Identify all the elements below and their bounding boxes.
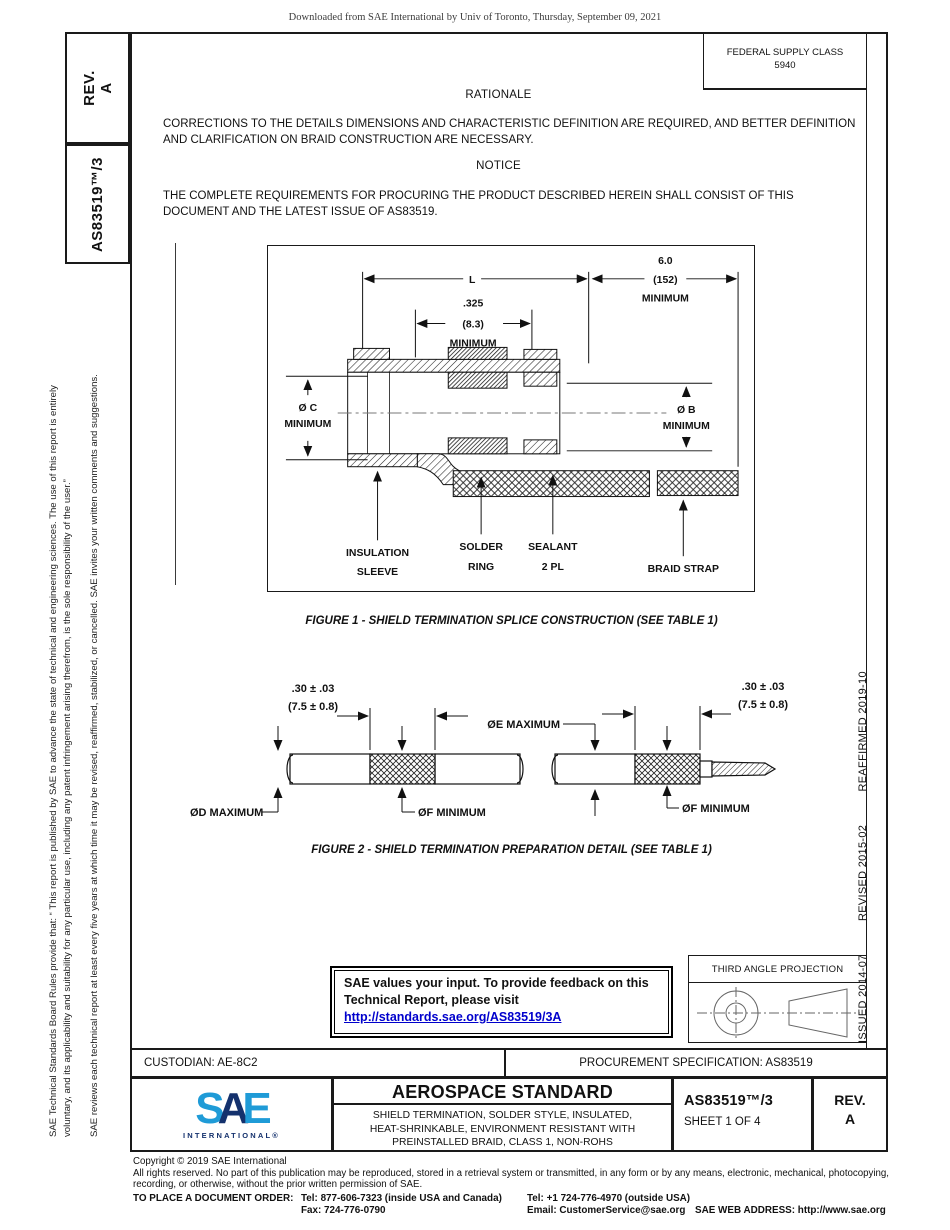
subtitle-line2: HEAT-SHRINKABLE, ENVIRONMENT RESISTANT W… <box>369 1123 636 1135</box>
title-block-title-cell: AEROSPACE STANDARD SHIELD TERMINATION, S… <box>332 1077 673 1152</box>
figure1-drawing: L 6.0 (152) MINIMUM .325 (8.3) MINIMUM Ø… <box>267 245 755 592</box>
title-block-number-cell: AS83519™/3 SHEET 1 OF 4 <box>672 1077 813 1152</box>
sidebar-rev-box: REV. A <box>65 32 130 144</box>
feedback-line1: SAE values your input. To provide feedba… <box>344 976 649 990</box>
copyright-line: Copyright © 2019 SAE International <box>133 1156 287 1167</box>
footer: Copyright © 2019 SAE International All r… <box>133 1156 938 1217</box>
rights-line: All rights reserved. No part of this pub… <box>133 1167 889 1191</box>
dates-column-divider <box>866 32 867 1048</box>
fig2-label-d-max: ØD MAXIMUM <box>190 807 263 819</box>
fig1-dia-c-min: MINIMUM <box>284 419 331 430</box>
procurement-cell: PROCUREMENT SPECIFICATION: AS83519 <box>504 1048 888 1078</box>
fig1-label-braid-strap: BRAID STRAP <box>648 564 719 575</box>
fig1-dim-l: L <box>469 275 476 286</box>
sidebar-rev-value: A <box>97 82 115 94</box>
fig1-dim-six: 6.0 <box>658 256 673 267</box>
order-info: TO PLACE A DOCUMENT ORDER: Tel: 877-606-… <box>133 1193 938 1217</box>
sae-logo-sub: INTERNATIONAL® <box>182 1131 280 1140</box>
fig1-label-insulation: INSULATION <box>346 548 409 559</box>
review-note: SAE reviews each technical report at lea… <box>89 374 100 1137</box>
projection-box: THIRD ANGLE PROJECTION <box>688 955 867 1043</box>
sheet-number: SHEET 1 OF 4 <box>684 1116 761 1128</box>
rationale-heading: RATIONALE <box>465 89 532 101</box>
fig2-tol-in-right: .30 ± .03 <box>742 681 785 693</box>
fig1-dia-b: Ø B <box>677 405 696 416</box>
fig2-label-f-min-right: ØF MINIMUM <box>682 803 750 815</box>
tel-outside: Tel: +1 724-776-4970 (outside USA) <box>527 1192 691 1204</box>
fig1-label-sealant: SEALANT <box>528 542 578 553</box>
revised-date: REVISED 2015-02 <box>857 824 869 922</box>
figure1-caption: FIGURE 1 - SHIELD TERMINATION SPLICE CON… <box>305 615 718 627</box>
projection-label: THIRD ANGLE PROJECTION <box>689 956 866 983</box>
fig1-label-sleeve: SLEEVE <box>357 567 398 578</box>
fig1-label-solder: SOLDER <box>459 542 503 553</box>
board-rules-line1: SAE Technical Standards Board Rules prov… <box>48 385 59 1137</box>
fig1-dim-152: (152) <box>653 275 677 286</box>
feedback-box: SAE values your input. To provide feedba… <box>330 966 673 1038</box>
fax: Fax: 724-776-0790 <box>301 1204 386 1216</box>
web-address: SAE WEB ADDRESS: http://www.sae.org <box>695 1204 886 1216</box>
fig1-dim-min2: MINIMUM <box>450 338 497 349</box>
doc-number: AS83519™/3 <box>684 1093 774 1109</box>
sidebar-doc-box: AS83519™/3 <box>65 144 130 264</box>
fig1-dia-c: Ø C <box>299 403 318 414</box>
notice-heading: NOTICE <box>476 160 521 172</box>
feedback-line2: Technical Report, please visit <box>344 993 519 1007</box>
feedback-link[interactable]: http://standards.sae.org/AS83519/3A <box>344 1010 562 1024</box>
figure1-svg: L 6.0 (152) MINIMUM .325 (8.3) MINIMUM Ø… <box>284 256 739 578</box>
fig1-dim-325: .325 <box>463 299 484 310</box>
federal-supply-class-box: FEDERAL SUPPLY CLASS 5940 <box>703 32 867 90</box>
email: Email: CustomerService@sae.org <box>527 1204 686 1216</box>
fig1-dia-b-min: MINIMUM <box>663 421 710 432</box>
sae-logo-a: A <box>217 1084 250 1133</box>
title-block-rev-cell: REV. A <box>812 1077 888 1152</box>
fig2-tol-mm-left: (7.5 ± 0.8) <box>288 701 338 713</box>
custodian-cell: CUSTODIAN: AE-8C2 <box>130 1048 506 1078</box>
reaffirmed-date: REAFFIRMED 2019-10 <box>857 671 869 792</box>
figure2-drawing: .30 ± .03 (7.5 ± 0.8) .30 ± .03 (7.5 ± 0… <box>165 650 815 835</box>
revision-change-bar <box>175 243 176 585</box>
sae-logo: S A E INTERNATIONAL® <box>130 1077 333 1152</box>
fig1-label-2pl: 2 PL <box>542 562 565 573</box>
figure2-svg: .30 ± .03 (7.5 ± 0.8) .30 ± .03 (7.5 ± 0… <box>190 681 788 819</box>
sae-logo-s: S <box>195 1084 224 1133</box>
order-label: TO PLACE A DOCUMENT ORDER: <box>133 1192 294 1204</box>
projection-symbol <box>689 983 866 1041</box>
notice-body: THE COMPLETE REQUIREMENTS FOR PROCURING … <box>163 190 794 218</box>
subtitle-line1: SHIELD TERMINATION, SOLDER STYLE, INSULA… <box>372 1110 633 1121</box>
figure2-caption: FIGURE 2 - SHIELD TERMINATION PREPARATIO… <box>311 844 712 856</box>
rev-value: A <box>844 1111 856 1127</box>
sae-logo-e: E <box>242 1084 271 1133</box>
fsc-label: FEDERAL SUPPLY CLASS <box>726 47 844 58</box>
fig1-dim-83: (8.3) <box>462 320 483 331</box>
download-banner: Downloaded from SAE International by Uni… <box>288 12 662 23</box>
fig1-dim-min1: MINIMUM <box>642 294 689 305</box>
board-rules-line2: voluntary, and its applicability and sui… <box>62 479 73 1137</box>
tel-inside: Tel: 877-606-7323 (inside USA and Canada… <box>301 1192 502 1204</box>
subtitle-line3: PREINSTALLED BRAID, CLASS 1, NON-ROHS <box>392 1137 613 1148</box>
fsc-value: 5940 <box>774 60 796 71</box>
sidebar-rev-label: REV. <box>80 70 98 106</box>
fig2-tol-mm-right: (7.5 ± 0.8) <box>738 699 788 711</box>
aerospace-standard-title: AEROSPACE STANDARD <box>334 1079 671 1105</box>
fig2-tol-in-left: .30 ± .03 <box>292 683 335 695</box>
fig2-label-e-max: ØE MAXIMUM <box>487 719 560 731</box>
rev-label: REV. <box>834 1092 866 1108</box>
fig2-label-f-min-left: ØF MINIMUM <box>418 807 486 819</box>
sidebar-doc-number: AS83519™/3 <box>89 156 106 252</box>
fig1-label-ring: RING <box>468 562 494 573</box>
rationale-body: CORRECTIONS TO THE DETAILS DIMENSIONS AN… <box>163 118 856 146</box>
